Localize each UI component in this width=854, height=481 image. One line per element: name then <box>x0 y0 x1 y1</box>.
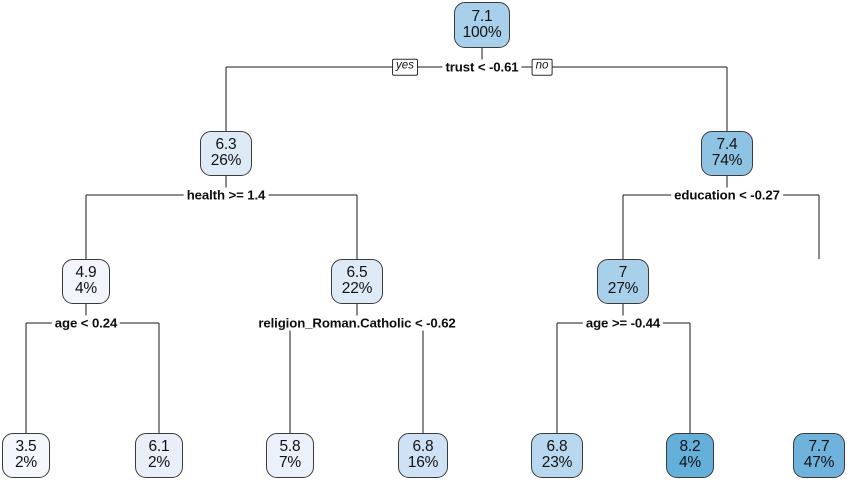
node-value: 7.7 <box>808 438 830 456</box>
node-percent: 22% <box>341 280 373 297</box>
node-value: 6.8 <box>412 438 434 456</box>
node-percent: 4% <box>678 454 701 471</box>
node-percent: 16% <box>407 454 439 471</box>
node-value: 6.5 <box>346 264 368 282</box>
node-value: 6.3 <box>215 136 237 154</box>
node-value: 3.5 <box>15 438 37 456</box>
node-percent: 2% <box>14 454 37 471</box>
node-percent: 23% <box>541 454 573 471</box>
node-percent: 2% <box>147 454 170 471</box>
split-condition-label: education < -0.27 <box>671 187 783 203</box>
node-percent: 74% <box>711 152 743 169</box>
split-condition-label: trust < -0.61 <box>442 59 522 75</box>
node-percent: 100% <box>462 24 502 41</box>
split-condition-label: health >= 1.4 <box>183 187 269 203</box>
node-percent: 7% <box>278 454 301 471</box>
branch-label-yes: yes <box>392 58 418 76</box>
node-value: 8.2 <box>679 438 701 456</box>
node-value: 5.8 <box>279 438 301 456</box>
node-percent: 27% <box>607 280 639 297</box>
split-condition-label: age < 0.24 <box>51 315 121 331</box>
node-percent: 47% <box>803 454 835 471</box>
node-percent: 4% <box>74 280 97 297</box>
node-percent: 26% <box>210 152 242 169</box>
node-value: 7.4 <box>716 136 738 154</box>
node-value: 7.1 <box>471 8 493 26</box>
node-value: 6.8 <box>546 438 568 456</box>
node-value: 4.9 <box>75 264 97 282</box>
branch-label-no: no <box>531 58 553 76</box>
split-condition-label: religion_Roman.Catholic < -0.62 <box>255 315 459 331</box>
split-condition-label: age >= -0.44 <box>582 315 664 331</box>
node-value: 7 <box>618 264 628 282</box>
node-value: 6.1 <box>148 438 170 456</box>
